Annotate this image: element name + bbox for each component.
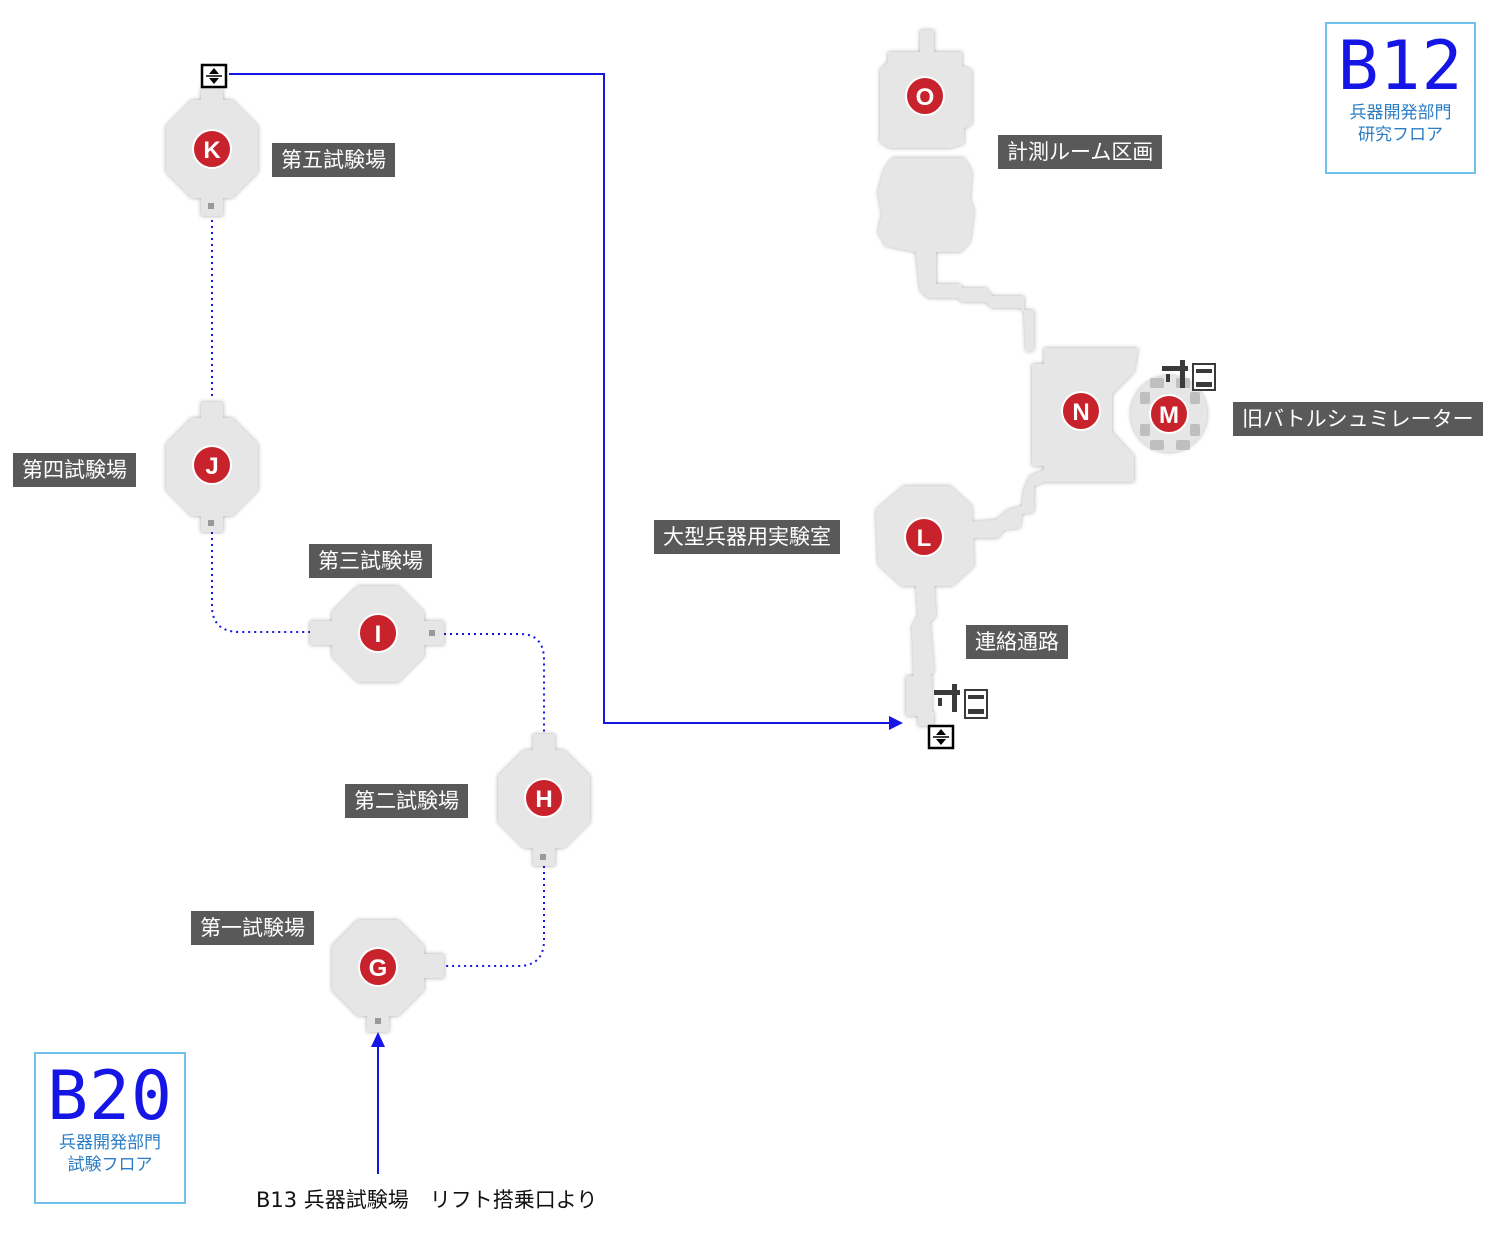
- corridor-connector[interactable]: [912, 584, 936, 680]
- svg-text:N: N: [1072, 399, 1089, 426]
- path-h-g: [444, 866, 545, 967]
- door-marker: [375, 1018, 381, 1024]
- label-j: 第四試験場: [13, 453, 136, 487]
- room-markers: K J I H G O N M L: [192, 76, 1189, 987]
- path-i-h: [444, 633, 545, 732]
- label-g: 第一試験場: [191, 911, 314, 945]
- marker-j[interactable]: J: [192, 445, 232, 485]
- route-arrow-right: [889, 716, 903, 730]
- terminal-icon: [1162, 360, 1216, 391]
- marker-m[interactable]: M: [1149, 394, 1189, 434]
- marker-l[interactable]: L: [904, 517, 944, 557]
- svg-text:H: H: [535, 786, 552, 813]
- label-k: 第五試験場: [272, 143, 395, 177]
- dotted-paths: [211, 220, 545, 967]
- svg-text:I: I: [375, 621, 382, 648]
- svg-text:M: M: [1159, 402, 1179, 429]
- door-marker: [429, 630, 435, 636]
- marker-h[interactable]: H: [524, 778, 564, 818]
- label-i: 第三試験場: [309, 544, 432, 578]
- marker-n[interactable]: N: [1061, 391, 1101, 431]
- path-j-i: [211, 532, 310, 633]
- label-o: 計測ルーム区画: [998, 135, 1163, 169]
- door-marker: [208, 520, 214, 526]
- svg-text:G: G: [369, 955, 388, 982]
- label-corridor: 連絡通路: [966, 625, 1068, 659]
- floor-badge-b20: B20 兵器開発部門 試験フロア: [34, 1052, 186, 1204]
- marker-k[interactable]: K: [192, 129, 232, 169]
- svg-text:K: K: [203, 137, 221, 164]
- label-h: 第二試験場: [345, 784, 468, 818]
- lift-icon[interactable]: [927, 724, 955, 750]
- floor-badge-b12: B12 兵器開発部門 研究フロア: [1325, 22, 1476, 174]
- lift-landing[interactable]: [906, 676, 932, 716]
- floor-number: B12: [1337, 27, 1464, 106]
- svg-text:J: J: [205, 453, 218, 480]
- svg-text:L: L: [917, 525, 932, 552]
- floor-area: 試験フロア: [67, 1155, 153, 1175]
- marker-g[interactable]: G: [358, 947, 398, 987]
- terminal-icon: [934, 684, 988, 719]
- corridor-n-l[interactable]: [972, 470, 1044, 538]
- svg-text:O: O: [916, 84, 935, 111]
- door-marker: [208, 203, 214, 209]
- floor-area: 研究フロア: [1358, 125, 1443, 145]
- lift-icon[interactable]: [200, 63, 228, 89]
- corridor-o-n[interactable]: [916, 252, 1034, 352]
- floor-dept: 兵器開発部門: [1349, 103, 1452, 123]
- route-lift-k-to-lift-b12: [229, 73, 893, 724]
- room-o-lower-shape[interactable]: [878, 158, 974, 252]
- floor-dept: 兵器開発部門: [59, 1133, 161, 1153]
- door-marker: [540, 854, 546, 860]
- label-l: 大型兵器用実験室: [654, 520, 840, 554]
- room-m-detail: [1140, 378, 1200, 450]
- lift-routes: [229, 73, 903, 1174]
- label-m: 旧バトルシュミレーター: [1233, 402, 1483, 436]
- route-arrow-up: [371, 1032, 385, 1047]
- marker-o[interactable]: O: [905, 76, 945, 116]
- floor-number: B20: [47, 1057, 173, 1136]
- marker-i[interactable]: I: [358, 613, 398, 653]
- entry-note: B13 兵器試験場 リフト搭乗口より: [256, 1188, 598, 1212]
